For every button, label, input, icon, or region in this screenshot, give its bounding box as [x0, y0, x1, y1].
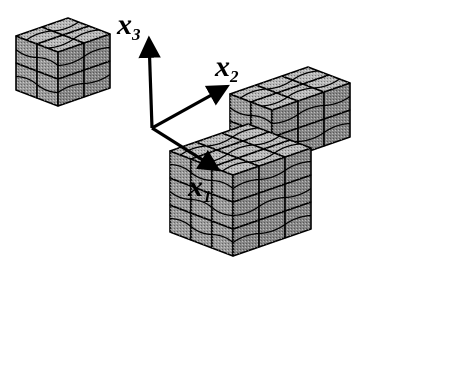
axis-x2-label: x2 — [214, 50, 239, 86]
cube-blocks — [16, 18, 350, 256]
axis-x3-arrow — [149, 40, 152, 128]
axis-x3-label: x3 — [116, 8, 141, 44]
axis-x2-arrow — [152, 87, 226, 128]
